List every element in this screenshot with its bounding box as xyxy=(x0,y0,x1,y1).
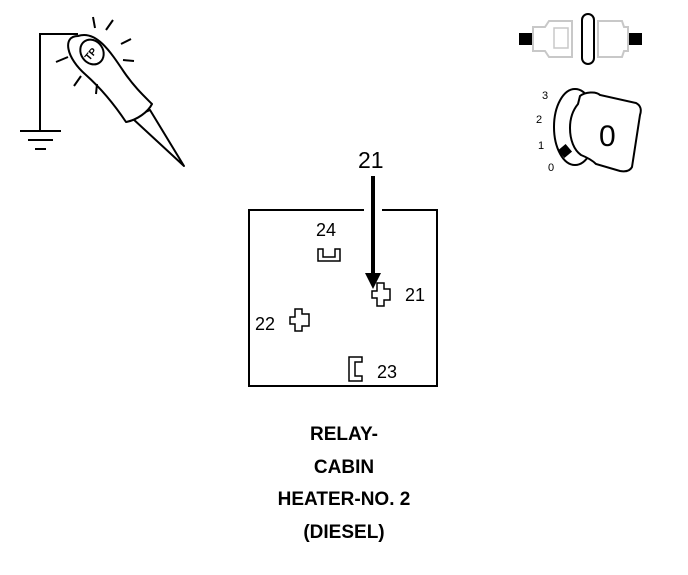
caption-line-4: (DIESEL) xyxy=(303,522,385,543)
pointer-pin-label: 21 xyxy=(358,147,384,173)
light-rays-icon xyxy=(55,16,135,95)
terminal-23-label: 23 xyxy=(377,362,397,382)
ignition-switch-icon: 3 2 1 0 0 xyxy=(536,88,642,174)
relay-housing xyxy=(248,209,438,387)
ground-icon xyxy=(20,33,78,150)
terminal-22: 22 xyxy=(255,308,310,334)
terminal-21: 21 xyxy=(371,282,425,307)
caption-line-1: RELAY- xyxy=(310,424,378,445)
ignition-current-position: 0 xyxy=(599,120,616,153)
caption-line-3: HEATER-NO. 2 xyxy=(277,489,411,510)
test-probe-icon: TP xyxy=(67,33,185,167)
pointer-arrow: 21 xyxy=(358,147,384,289)
caption-line-2: CABIN xyxy=(313,457,375,478)
terminal-24-label: 24 xyxy=(316,220,336,240)
terminal-24: 24 xyxy=(316,220,341,262)
ignition-position-0: 0 xyxy=(548,162,554,174)
ignition-position-3: 3 xyxy=(542,90,548,102)
terminal-23: 23 xyxy=(348,356,397,382)
ignition-position-1: 1 xyxy=(538,140,544,152)
ignition-position-2: 2 xyxy=(536,114,542,126)
connector-disconnected-icon xyxy=(519,13,642,65)
terminal-21-label: 21 xyxy=(405,285,425,305)
terminal-22-label: 22 xyxy=(255,314,275,334)
